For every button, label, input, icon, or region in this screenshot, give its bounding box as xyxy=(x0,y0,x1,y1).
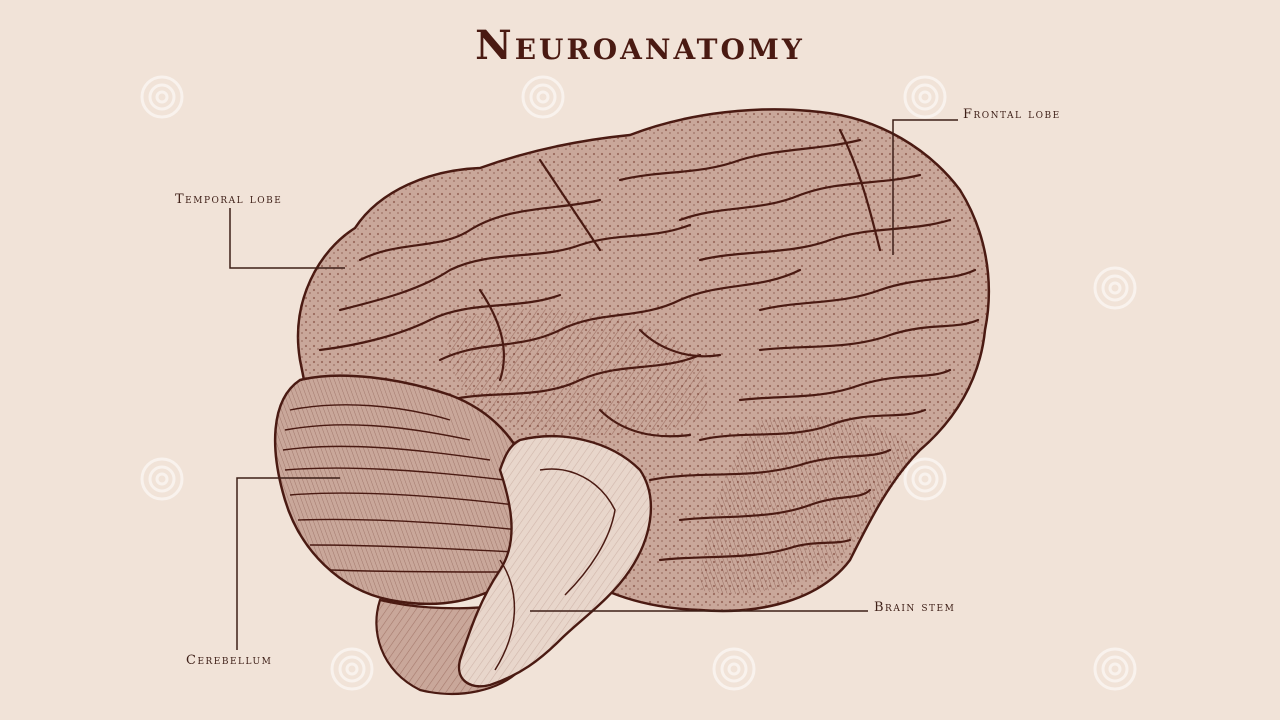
spiral-logo-icon xyxy=(712,647,756,691)
frontal-lobe-label: Frontal lobe xyxy=(963,107,1061,122)
page-title: Neuroanatomy xyxy=(475,22,805,69)
spiral-logo-icon xyxy=(521,75,565,119)
watermark-logos xyxy=(140,75,1137,691)
spiral-logo-icon xyxy=(903,457,947,501)
spiral-logo-icon xyxy=(1093,647,1137,691)
frontal-lobe-leader-line xyxy=(892,119,958,255)
brain-stem-label: Brain stem xyxy=(874,600,956,615)
spiral-logo-icon xyxy=(1093,266,1137,310)
cerebellum-leader-line xyxy=(236,477,340,650)
spiral-logo-icon xyxy=(140,457,184,501)
leader-lines xyxy=(229,119,958,650)
spiral-logo-icon xyxy=(330,647,374,691)
spiral-logo-icon xyxy=(140,75,184,119)
brain-stem-shape xyxy=(457,435,653,688)
temporal-lobe-label: Temporal lobe xyxy=(175,192,283,207)
temporal-lobe-leader-line xyxy=(229,208,345,269)
spiral-logo-icon xyxy=(903,75,947,119)
cerebellum-label: Cerebellum xyxy=(186,653,273,668)
